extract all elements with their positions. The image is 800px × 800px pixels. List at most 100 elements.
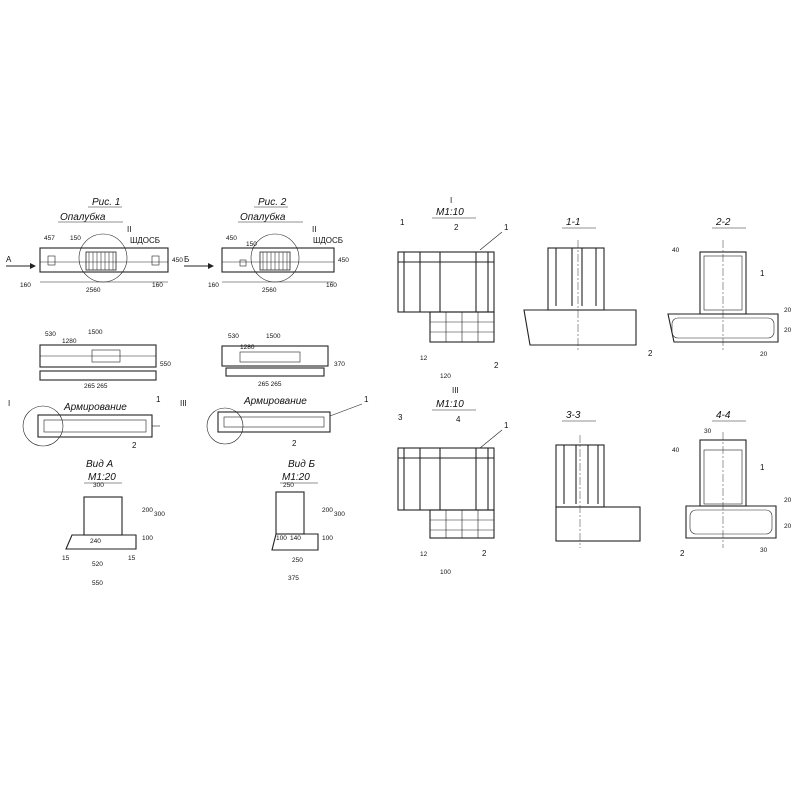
fig1-dim-160b: 160 <box>152 282 163 289</box>
section-3-3-title: 3-3 <box>566 410 581 421</box>
fig1-viewA-520: 520 <box>92 561 103 568</box>
detail-III-title: III <box>452 386 459 395</box>
section-4-4-group: 4-4 30 40 1 20 20 30 2 <box>672 410 792 558</box>
fig2-dim-2560: 2560 <box>262 287 277 294</box>
section-4-4-30b: 30 <box>760 547 768 554</box>
detail-III-12: 12 <box>420 551 428 558</box>
fig2-viewB-250: 250 <box>283 482 294 489</box>
detail-I-upper-cage <box>397 251 495 313</box>
fig1-reinf-mark: I <box>8 399 10 408</box>
fig2-plan-bottom <box>225 367 325 377</box>
fig2-reinf-p2: 2 <box>292 439 297 448</box>
fig1-viewA-15a: 15 <box>62 555 70 562</box>
fig2-dim-450v: 450 <box>338 257 349 264</box>
fig1-plan-1280: 1280 <box>62 338 77 345</box>
detail-III-p2: 2 <box>482 549 487 558</box>
detail-III-cut3: 3 <box>398 413 403 422</box>
detail-I-cut1: 1 <box>400 218 405 227</box>
fig1-view-letter: А <box>6 255 12 264</box>
fig2-viewB-title: Вид Б <box>288 459 316 470</box>
fig1-viewA-15b: 15 <box>128 555 136 562</box>
fig2-formwork-title: Опалубка <box>240 211 286 223</box>
fig1-reinf-p1: 1 <box>156 395 161 404</box>
fig1-formwork-title: Опалубка <box>60 211 106 223</box>
fig2-reinf-mark: III <box>180 399 187 408</box>
fig2-plan-view <box>221 345 329 367</box>
section-2-2-group: 2-2 40 1 20 20 20 2 <box>648 217 792 358</box>
fig2-reinf-title: Армирование <box>243 396 307 407</box>
detail-III-p1: 1 <box>504 421 509 430</box>
detail-I-group: I М1:10 1 2 1 12 120 2 <box>397 196 509 380</box>
section-1-1-base <box>523 309 637 346</box>
section-2-2-p1: 1 <box>760 269 765 278</box>
fig1-reinf-p2: 2 <box>132 441 137 450</box>
fig2-viewB-column <box>275 491 305 535</box>
fig1-viewA-scale: М1:20 <box>88 472 116 483</box>
section-4-4-30a: 30 <box>704 428 712 435</box>
section-4-4-p1: 1 <box>760 463 765 472</box>
fig2-reinf-cage <box>217 411 331 433</box>
section-4-4-20a: 20 <box>784 497 792 504</box>
section-1-1-group: 1-1 <box>523 217 637 352</box>
fig2-caption: Рис. 2 <box>258 197 287 208</box>
fig2-plan-370: 370 <box>334 361 345 368</box>
section-4-4-base <box>685 505 777 539</box>
fig1-reinf-title: Армирование <box>63 402 127 413</box>
fig2-mark: II <box>312 225 316 234</box>
fig1-viewA-100: 100 <box>142 535 153 542</box>
fig2-viewB-100v: 100 <box>322 535 333 542</box>
section-2-2-20a: 20 <box>784 307 792 314</box>
section-3-3-group: 3-3 <box>555 410 641 548</box>
fig1-hatched-block <box>85 251 117 271</box>
fig2-viewB-scale: М1:20 <box>282 472 310 483</box>
fig2-group: Рис. 2 Опалубка II ШДОСБ 450 150 450 256… <box>180 197 369 582</box>
fig1-viewA-300v: 300 <box>154 511 165 518</box>
fig1-plan-1500: 1500 <box>88 329 103 336</box>
section-1-1-title: 1-1 <box>566 217 580 228</box>
section-2-2-20c: 20 <box>760 351 768 358</box>
detail-I-12: 12 <box>420 355 428 362</box>
fig2-hatched-block <box>259 251 291 271</box>
detail-III-upper-cage <box>397 447 495 511</box>
fig1-viewA-550: 550 <box>92 580 103 587</box>
fig1-beam-elevation <box>39 247 169 273</box>
fig2-beam-elevation <box>221 247 335 273</box>
fig1-plan-550: 550 <box>160 361 171 368</box>
detail-I-title: I <box>450 196 452 205</box>
fig2-viewB-140: 140 <box>290 535 301 542</box>
fig1-viewA-300: 300 <box>93 482 104 489</box>
detail-III-100: 100 <box>440 569 451 576</box>
fig2-viewB-100: 100 <box>276 535 287 542</box>
fig2-viewB-250b: 250 <box>292 557 303 564</box>
fig1-group: Рис. 1 Опалубка II ШДОСБ 457 150 450 256… <box>6 197 183 587</box>
detail-I-120: 120 <box>440 373 451 380</box>
fig2-dim-150: 150 <box>246 241 257 248</box>
section-4-4-20b: 20 <box>784 523 792 530</box>
detail-III-cut4: 4 <box>456 415 461 424</box>
fig1-mark: II <box>127 225 131 234</box>
fig2-reinf-p1: 1 <box>364 395 369 404</box>
fig2-plan-1500: 1500 <box>266 333 281 340</box>
fig2-viewB-375: 375 <box>288 575 299 582</box>
detail-I-cut2: 2 <box>454 223 459 232</box>
fig1-steel: ШДОСБ <box>130 236 160 245</box>
fig2-dim-450: 450 <box>226 235 237 242</box>
fig1-dim-150: 150 <box>70 235 81 242</box>
detail-III-group: III М1:10 3 4 1 12 100 2 <box>397 386 509 576</box>
fig1-dim-2560: 2560 <box>86 287 101 294</box>
section-2-2-title: 2-2 <box>715 217 731 228</box>
fig2-dim-160b: 160 <box>326 282 337 289</box>
fig1-viewA-footing <box>65 534 137 550</box>
fig2-plan-1280: 1280 <box>240 344 255 351</box>
fig2-plan-530: 530 <box>228 333 239 340</box>
fig2-viewB-300: 300 <box>334 511 345 518</box>
fig1-plan-265: 265 265 <box>84 383 108 390</box>
fig1-dim-457: 457 <box>44 235 55 242</box>
fig1-plan-530: 530 <box>45 331 56 338</box>
fig1-viewA-column <box>83 496 123 536</box>
section-2-2-p2: 2 <box>648 349 653 358</box>
detail-I-scale: М1:10 <box>436 207 464 218</box>
fig2-reinf-circle <box>206 407 244 445</box>
fig2-viewB-footing <box>271 533 319 551</box>
